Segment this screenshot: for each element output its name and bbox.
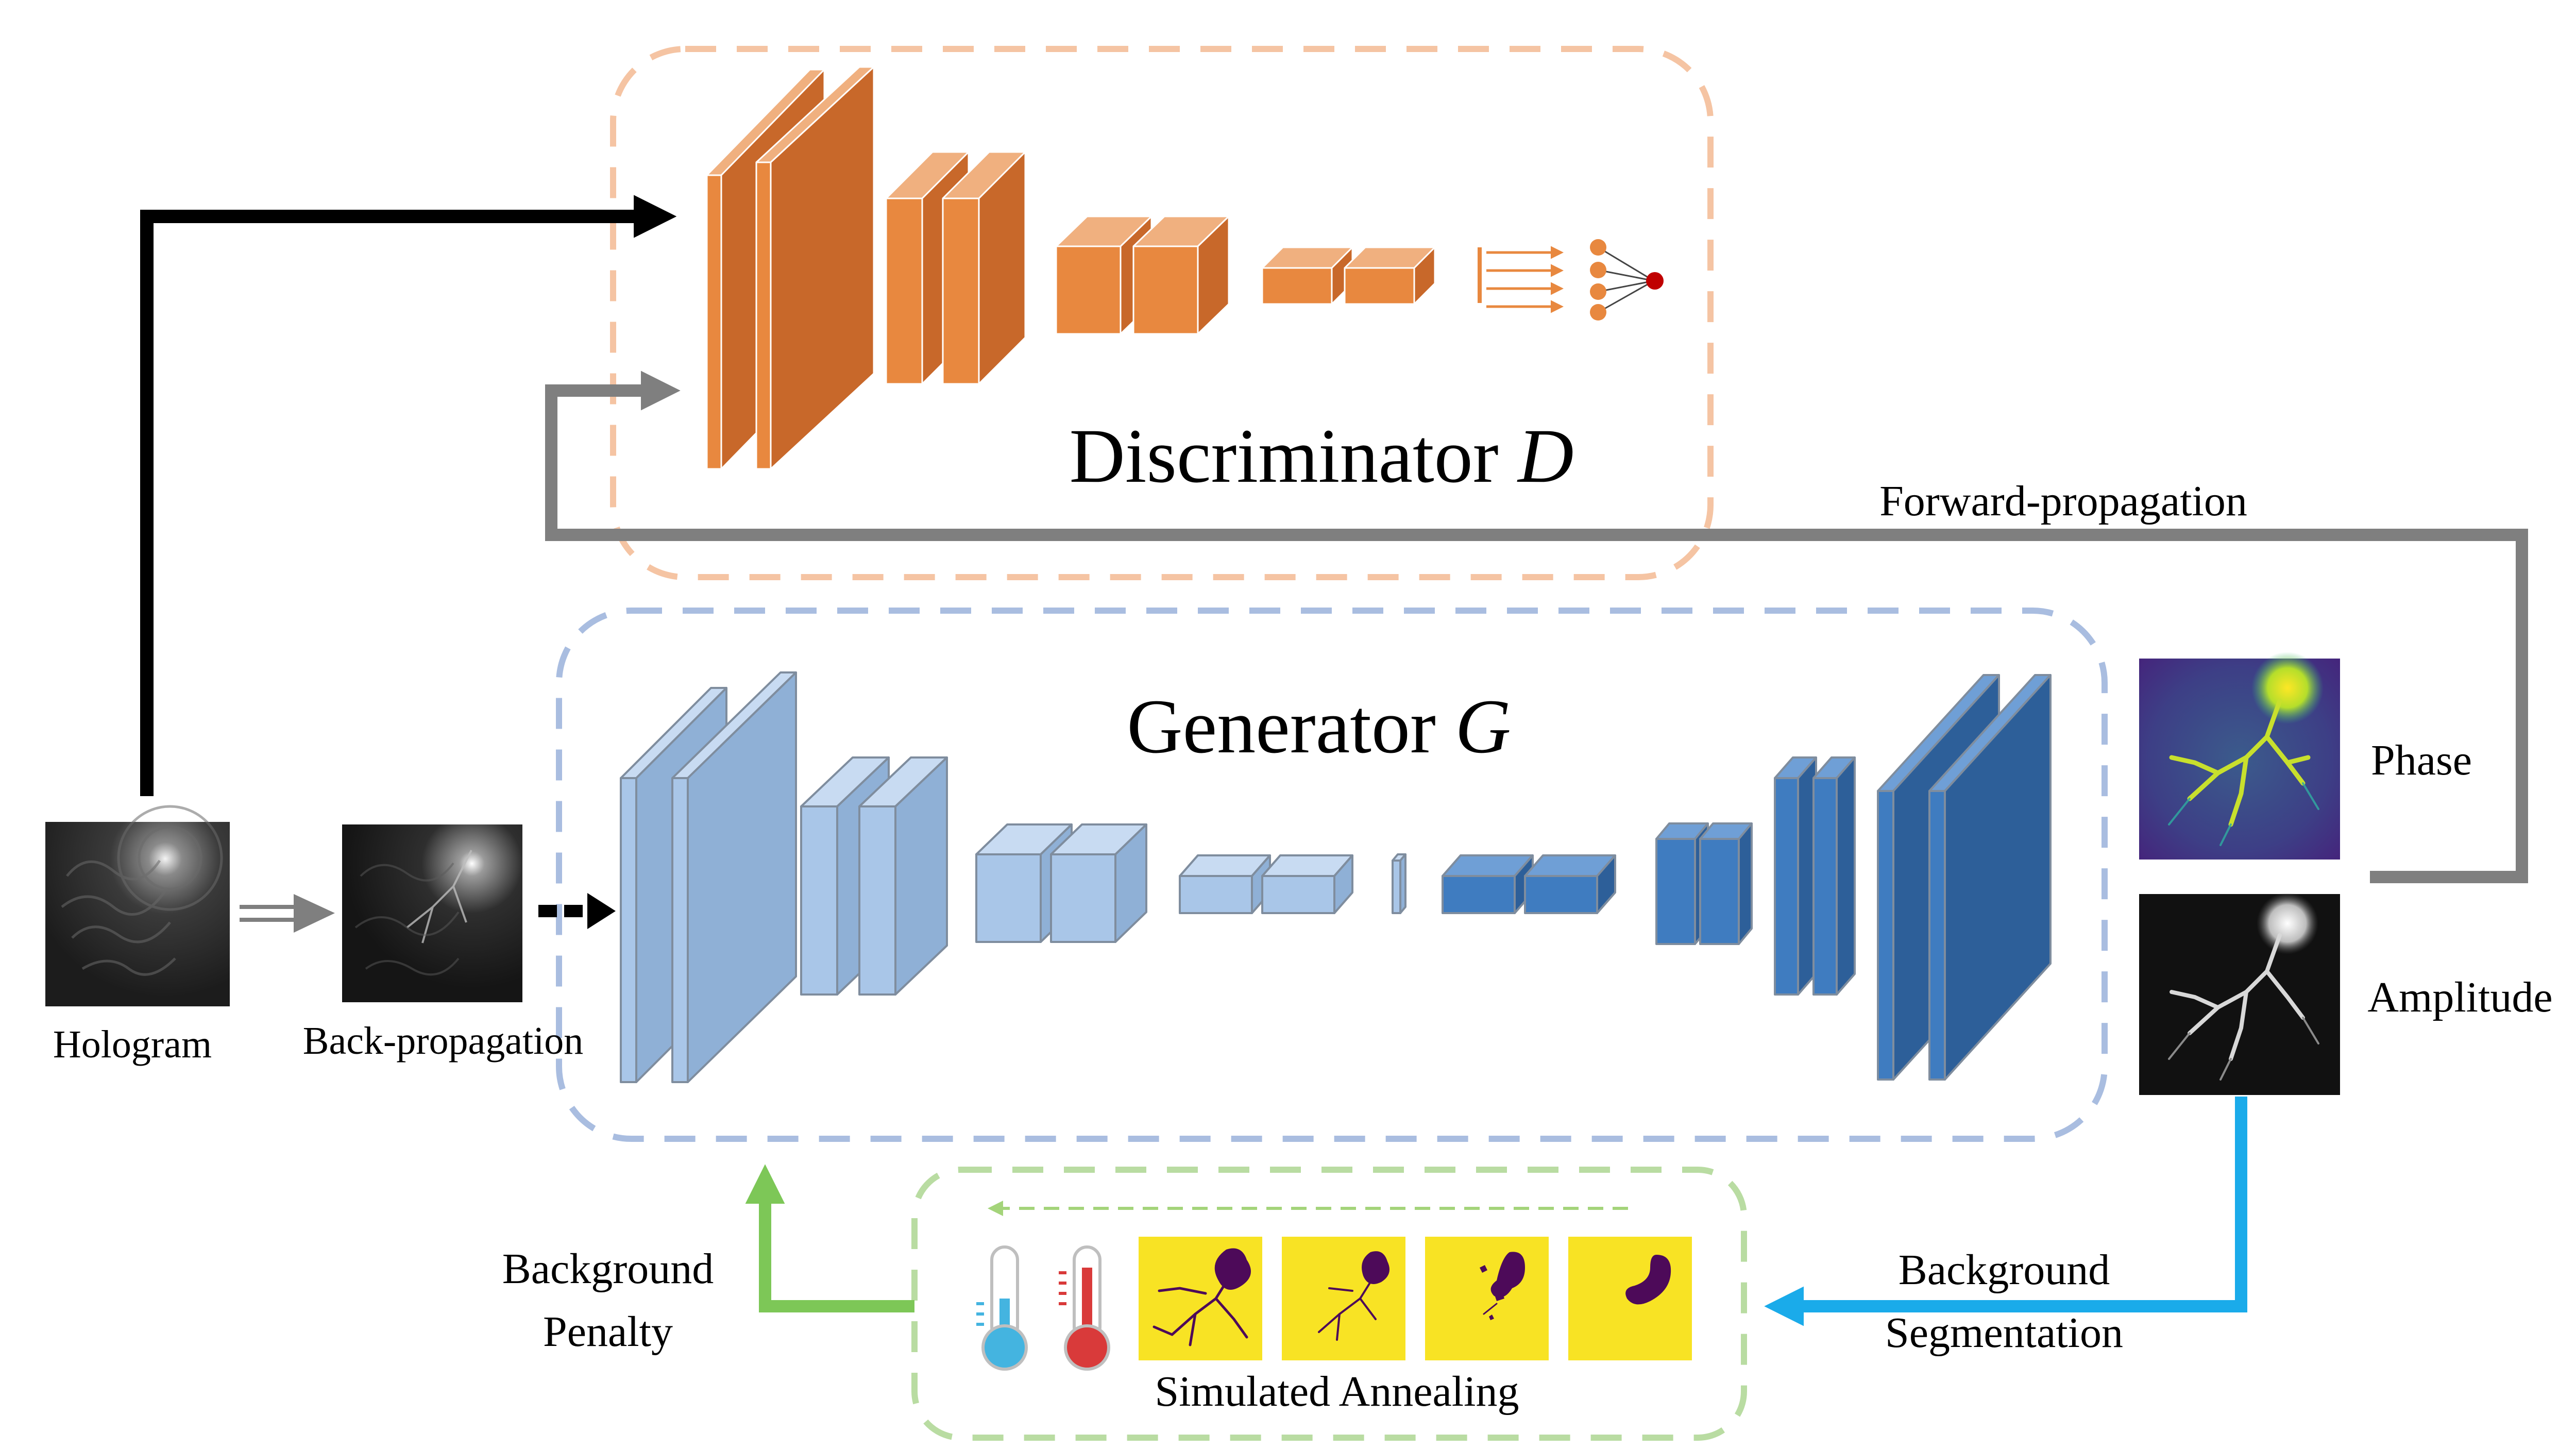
phase-label: Phase — [2371, 736, 2472, 784]
amplitude-image — [2139, 892, 2340, 1095]
generator-box — [556, 608, 2108, 1142]
amplitude-label: Amplitude — [2367, 973, 2552, 1021]
phase-image — [2139, 652, 2340, 860]
background-penalty-arrow — [745, 1164, 914, 1312]
gen-enc-layer-4b — [1261, 854, 1353, 914]
hologram-to-discriminator-arrow — [140, 195, 677, 796]
segmentation-mask-1 — [1139, 1237, 1262, 1360]
gen-enc-layer-2b — [858, 756, 948, 996]
discriminator-box — [610, 46, 1714, 580]
forward-propagation-arrow — [545, 370, 2528, 883]
gen-dec-layer-1b — [1928, 674, 2052, 1081]
background-segmentation-label-line1: Background — [1899, 1246, 2110, 1294]
background-penalty-label-line1: Background — [502, 1245, 714, 1293]
generator-layers — [620, 671, 2052, 1083]
disc-layer-3b — [1132, 215, 1230, 335]
gen-dec-layer-2a — [1774, 756, 1817, 996]
backpropagation-image — [342, 824, 522, 1002]
hologram-to-backprop-arrow — [240, 894, 335, 933]
output-node — [1646, 272, 1664, 290]
gen-bottleneck-layer — [1392, 853, 1406, 914]
disc-layer-2b — [942, 151, 1026, 385]
background-penalty-label-line2: Penalty — [543, 1308, 673, 1356]
gen-dec-layer-4a — [1442, 854, 1534, 914]
gen-enc-layer-3b — [1050, 823, 1147, 943]
hologram-label: Hologram — [53, 1023, 212, 1066]
backprop-to-generator-arrow — [538, 893, 616, 929]
segmentation-mask-3 — [1425, 1237, 1549, 1360]
dense-node — [1590, 283, 1606, 300]
cold-thermometer-icon — [976, 1245, 1028, 1371]
disc-layer-1b — [755, 66, 875, 470]
generator-title: Generator G — [1127, 684, 1511, 769]
disc-layer-4a — [1261, 246, 1353, 305]
disc-layer-4b — [1344, 246, 1436, 305]
gen-dec-layer-4b — [1524, 854, 1616, 914]
back-propagation-label: Back-propagation — [303, 1019, 583, 1063]
hot-thermometer-icon — [1059, 1245, 1110, 1371]
simulated-annealing-label: Simulated Annealing — [1155, 1368, 1519, 1416]
background-segmentation-label-line2: Segmentation — [1885, 1309, 2123, 1357]
gen-enc-layer-1b — [671, 671, 797, 1083]
gen-dec-layer-2b — [1812, 756, 1856, 996]
discriminator-dense-head — [1478, 239, 1664, 321]
segmentation-mask-2 — [1282, 1237, 1405, 1360]
hologram-image — [45, 805, 230, 1006]
dense-node — [1590, 304, 1606, 321]
gen-dec-layer-3b — [1699, 822, 1753, 945]
dense-node — [1590, 262, 1606, 278]
background-segmentation-arrow — [1764, 1097, 2247, 1326]
annealing-box — [911, 1167, 1747, 1441]
forward-propagation-label: Forward-propagation — [1879, 477, 2247, 525]
segmentation-mask-4 — [1568, 1237, 1692, 1360]
dense-node — [1590, 239, 1606, 256]
discriminator-title: Discriminator D — [1070, 413, 1574, 499]
discriminator-layers — [706, 66, 1436, 470]
gen-enc-layer-4a — [1179, 854, 1271, 914]
